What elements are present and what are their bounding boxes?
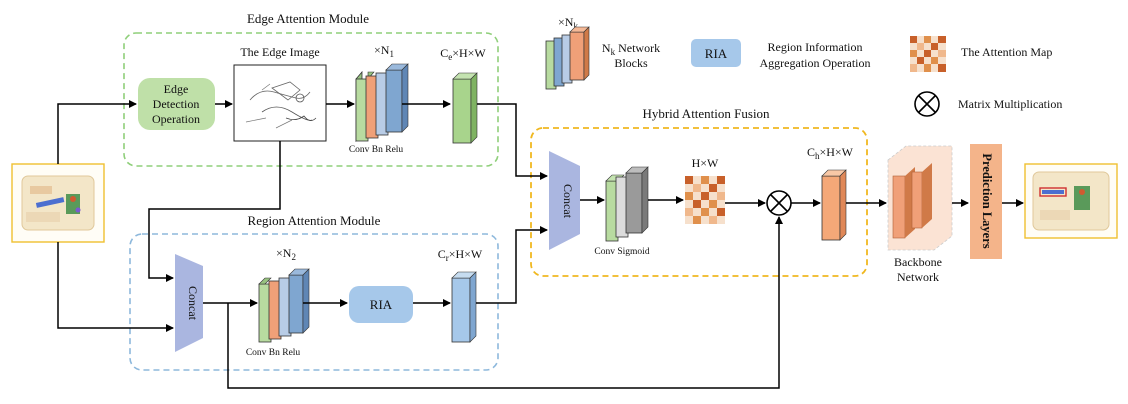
edge-block-label: Conv Bn Relu xyxy=(349,145,404,155)
legend-ria-box: RIA xyxy=(691,39,741,67)
hybrid-feature-map xyxy=(821,169,847,241)
backbone-network xyxy=(887,145,953,251)
output-detection-image xyxy=(1024,163,1118,239)
matrix-multiplication-node xyxy=(766,190,792,216)
legend-ria-line1: Region Information xyxy=(768,40,863,54)
edge-conv-bn-relu-blocks xyxy=(355,63,409,143)
legend-nk-label: ×Nk xyxy=(558,15,578,31)
hybrid-concat-label: Concat xyxy=(561,184,575,219)
edge-attention-module-title: Edge Attention Module xyxy=(247,11,369,26)
legend-matrix-multiplication-label: Matrix Multiplication xyxy=(958,97,1062,111)
connectors xyxy=(57,100,1024,389)
conv-sigmoid-blocks xyxy=(605,166,649,242)
region-attention-module-title: Region Attention Module xyxy=(248,213,381,228)
hybrid-feature-label: Ch×H×W xyxy=(807,145,854,161)
region-concat-block: Concat xyxy=(175,254,203,352)
edge-detection-label-3: Operation xyxy=(152,112,200,126)
legend-network-blocks-line2: Blocks xyxy=(614,56,648,70)
region-repeat-label: ×N2 xyxy=(276,246,296,262)
region-block-label: Conv Bn Relu xyxy=(246,348,301,358)
legend-network-blocks-line1: Nk Network xyxy=(602,41,660,57)
prediction-layers-label: Prediction Layers xyxy=(980,153,994,248)
hybrid-concat-block: Concat xyxy=(549,151,580,250)
region-attention-module-box xyxy=(129,233,499,371)
edge-detection-operation: Edge Detection Operation xyxy=(138,78,215,130)
backbone-label-2: Network xyxy=(897,270,939,284)
edge-image-label: The Edge Image xyxy=(240,45,319,59)
region-concat-label: Concat xyxy=(186,286,200,321)
ria-label: RIA xyxy=(370,297,393,312)
region-feature-label: Cr×H×W xyxy=(438,247,483,263)
legend-ria-box-label: RIA xyxy=(705,46,728,61)
edge-image xyxy=(233,64,327,142)
legend-ria-line2: Aggregation Operation xyxy=(760,56,871,70)
attention-map-size-label: H×W xyxy=(692,156,719,170)
conv-sigmoid-label: Conv Sigmoid xyxy=(594,247,649,257)
edge-attention-module-box xyxy=(123,32,499,167)
prediction-layers: Prediction Layers xyxy=(970,144,1002,259)
edge-detection-label-1: Edge xyxy=(164,82,189,96)
edge-detection-label-2: Detection xyxy=(153,97,200,111)
hybrid-attention-fusion-title: Hybrid Attention Fusion xyxy=(642,106,770,121)
ria-operation: RIA xyxy=(349,286,413,323)
region-conv-bn-relu-blocks xyxy=(258,268,310,343)
legend-network-blocks-icon xyxy=(545,26,590,90)
hybrid-attention-fusion-box xyxy=(530,127,868,277)
edge-feature-map xyxy=(452,72,478,144)
edge-feature-label: Ce×H×W xyxy=(440,46,486,62)
input-xray-image xyxy=(11,163,105,243)
legend-matrix-multiplication-icon xyxy=(914,91,940,117)
legend-attention-map-label: The Attention Map xyxy=(961,45,1052,59)
edge-repeat-label: ×N1 xyxy=(374,43,394,59)
attention-map xyxy=(685,176,725,224)
legend-attention-map-icon xyxy=(910,36,946,72)
region-feature-map xyxy=(451,271,477,343)
backbone-label-1: Backbone xyxy=(894,255,942,269)
